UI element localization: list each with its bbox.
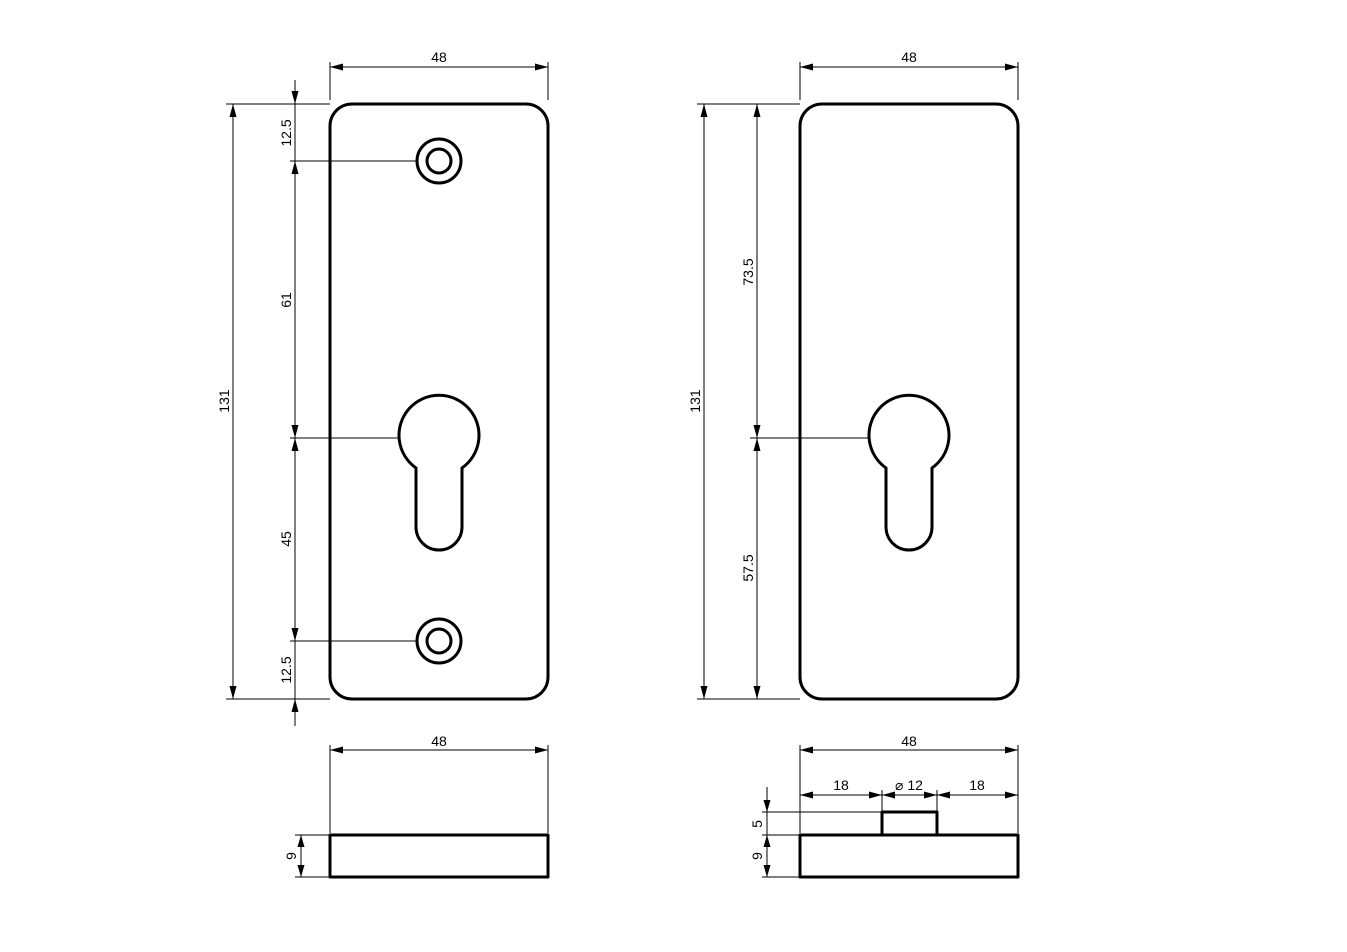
dim-label: 48: [901, 733, 917, 749]
dim-label: 9: [749, 852, 765, 860]
dim-thickness-side-left: 9: [283, 834, 330, 878]
plate-side-right: [798, 833, 1020, 879]
keyhole-right: [867, 393, 951, 552]
dim-boss-offsets: 18 ⌀ 12 18: [800, 777, 1018, 812]
screw-hole-bottom: [415, 617, 463, 665]
dim-label: 12.5: [278, 119, 294, 146]
plate-outline-right: [798, 102, 1020, 701]
plate-outline-left: [328, 102, 550, 701]
front-view-right: 48 131 73.5 57.5: [687, 49, 1020, 701]
dim-label: 45: [278, 531, 294, 547]
dim-width-side-right: 48: [799, 733, 1019, 833]
dim-label: 57.5: [740, 554, 756, 581]
dim-heights-side-right: 5 9: [749, 787, 882, 878]
dim-label: 61: [278, 292, 294, 308]
dim-height-left: 131: [216, 103, 330, 700]
side-view-left: 48 9: [283, 733, 550, 879]
plate-side-left: [328, 833, 550, 879]
dim-height-right: 131: [687, 103, 800, 700]
dim-width-top-right: 48: [799, 49, 1019, 100]
dim-label: 12.5: [278, 656, 294, 683]
dim-label: ⌀ 12: [895, 777, 923, 793]
dim-label: 9: [283, 852, 299, 860]
dim-label: 131: [687, 389, 703, 413]
dim-label: 5: [749, 820, 765, 828]
dim-label: 48: [901, 49, 917, 65]
side-view-right: 48 18 ⌀ 12 18 5 9: [749, 733, 1020, 879]
front-view-left: 48 131 12.5 61 45 12.5: [216, 49, 550, 726]
dim-label: 18: [833, 777, 849, 793]
dim-label: 18: [969, 777, 985, 793]
keyhole-left: [397, 393, 481, 552]
dim-label: 131: [216, 389, 232, 413]
dim-width-side-left: 48: [329, 733, 549, 833]
screw-hole-top: [415, 137, 463, 185]
dim-label: 48: [431, 49, 447, 65]
dim-chain-right: 73.5 57.5: [740, 104, 870, 699]
boss-side-right: [880, 810, 939, 837]
dim-chain-left: 12.5 61 45 12.5: [278, 80, 417, 726]
dim-width-top-left: 48: [329, 49, 549, 100]
dim-label: 73.5: [740, 258, 756, 285]
dim-label: 48: [431, 733, 447, 749]
